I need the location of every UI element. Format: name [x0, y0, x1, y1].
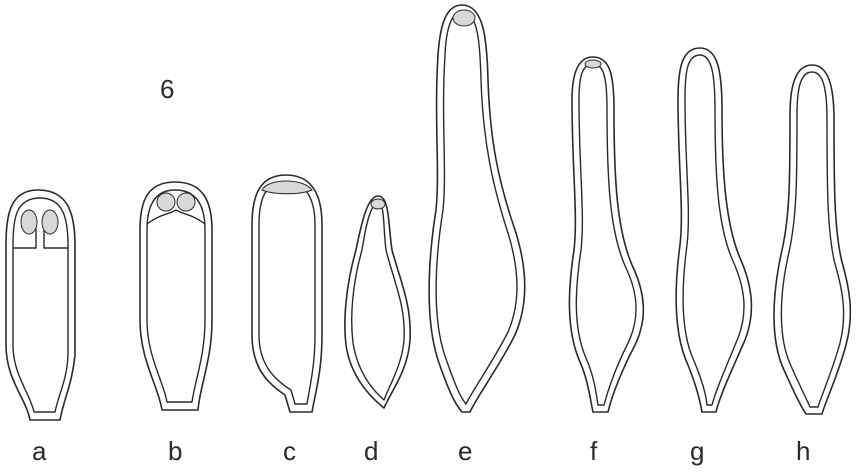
label-a: a	[32, 436, 47, 466]
cell-e	[429, 5, 525, 412]
apex-icon-f	[585, 60, 601, 68]
cell-h	[774, 65, 850, 414]
cell-g	[676, 48, 751, 412]
apex-icon-d	[371, 199, 385, 209]
apex-icon-e	[453, 10, 475, 26]
plate-number: 6	[160, 74, 174, 104]
label-b: b	[168, 436, 182, 466]
cell-f	[569, 57, 643, 412]
cell-d	[345, 196, 410, 408]
label-e: e	[458, 436, 472, 466]
label-f: f	[590, 436, 598, 466]
cell-b	[140, 182, 212, 410]
nucleus-icon-a2	[42, 210, 58, 234]
label-h: h	[796, 436, 810, 466]
label-g: g	[690, 436, 704, 466]
nucleus-icon-b1	[157, 193, 175, 211]
nucleus-icon-a1	[21, 210, 37, 234]
label-d: d	[364, 436, 378, 466]
cell-c	[252, 175, 322, 412]
apex-icon-c	[262, 181, 312, 194]
label-c: c	[283, 436, 296, 466]
cell-a	[6, 190, 75, 420]
nucleus-icon-b2	[177, 193, 195, 211]
